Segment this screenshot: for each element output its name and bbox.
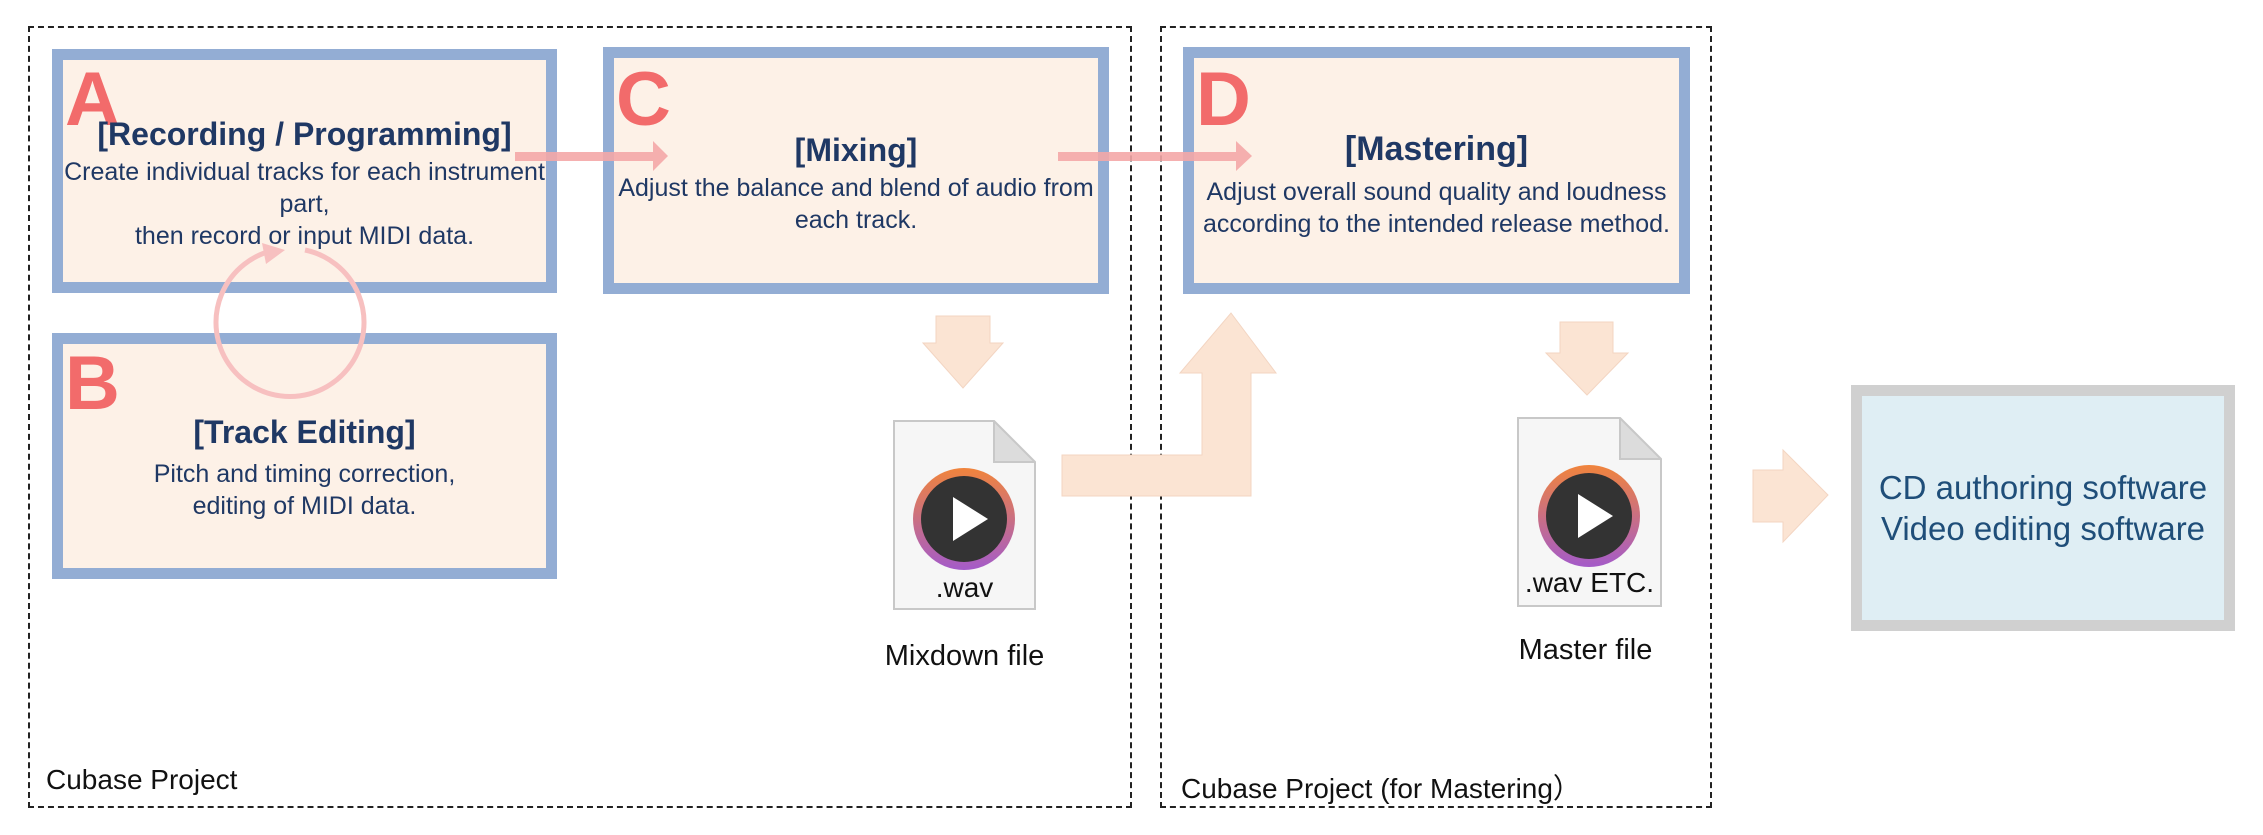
mixing-box: C [Mixing] Adjust the balance and blend … [603,47,1109,294]
master-file-extension: .wav ETC. [1524,567,1655,598]
arrow-recording-to-mixing [515,141,668,171]
step-letter-d: D [1196,57,1251,142]
mastering-project-region [1160,26,1712,808]
track-editing-title: [Track Editing] [193,414,416,450]
mixing-desc-line-2: each track. [794,206,918,234]
master-file: .wav ETC. [1517,415,1664,607]
output-software-box: CD authoring software Video editing soft… [1851,385,2235,631]
track-editing-box: B [Track Editing] Pitch and timing corre… [52,333,557,579]
down-arrow-master [1544,321,1630,396]
cubase-project-label: Cubase Project [46,764,238,795]
step-letter-b: B [65,341,120,426]
right-arrow-to-output [1752,448,1829,544]
mastering-desc-line-1: Adjust overall sound quality and loudnes… [1206,178,1667,206]
down-arrow-mixdown [921,315,1005,389]
arrow-mixing-to-mastering [1058,141,1252,171]
recording-desc-line-3: then record or input MIDI data. [134,222,475,250]
play-icon [1538,465,1640,567]
bent-arrow-to-mastering [1061,312,1277,497]
mastering-title: [Mastering] [1344,130,1529,168]
cd-authoring-software-label: CD authoring software [1878,468,2208,506]
mixdown-file-extension: .wav [935,572,994,603]
track-editing-desc-line-1: Pitch and timing correction, [153,460,456,488]
editing-cycle-icon [213,243,367,399]
recording-programming-box: A [Recording / Programming] Create indiv… [52,49,557,293]
mastering-box: D [Mastering] Adjust overall sound quali… [1183,47,1690,294]
cubase-project-region [28,26,1132,808]
video-editing-software-label: Video editing software [1880,510,2206,547]
mixdown-file-caption: Mixdown file [884,640,1045,672]
master-file-caption: Master file [1518,634,1653,666]
mastering-project-label: Cubase Project (for Mastering） [1181,773,1581,804]
play-icon [913,468,1015,570]
track-editing-desc-line-2: editing of MIDI data. [192,492,417,520]
recording-desc-line-1: Create individual tracks for each instru… [64,158,545,186]
mixing-title: [Mixing] [794,132,918,168]
step-letter-c: C [616,57,671,142]
mixdown-file: .wav [893,418,1038,610]
step-letter-a: A [65,57,120,142]
mastering-desc-line-2: according to the intended release method… [1203,210,1670,238]
recording-title: [Recording / Programming] [97,116,512,152]
mixing-desc-line-1: Adjust the balance and blend of audio fr… [618,174,1094,202]
recording-desc-line-2: part, [279,190,330,218]
